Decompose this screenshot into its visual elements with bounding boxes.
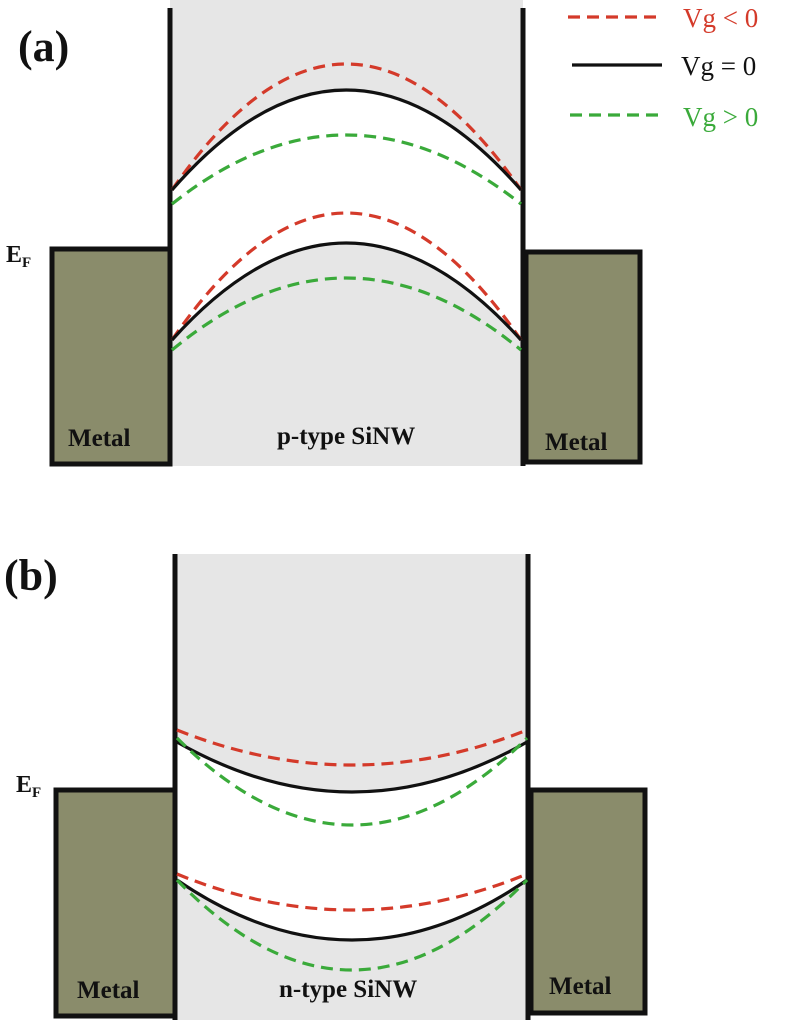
panel-b: (b) EF Metal Metal n-type SiNW	[4, 551, 648, 1020]
legend-label-vg-negative: Vg < 0	[683, 3, 758, 33]
right-metal-label-b: Metal	[549, 973, 612, 1000]
legend-item-vg-negative: Vg < 0	[568, 3, 758, 33]
band-gap-fill-b	[177, 742, 527, 940]
panel-label-a: (a)	[18, 22, 69, 71]
fermi-level-label-a: EF	[6, 242, 31, 271]
panel-a: (a) EF Metal Metal p-type SiNW	[6, 0, 643, 467]
fermi-level-label-b: EF	[16, 772, 41, 801]
left-metal-label-b: Metal	[77, 977, 140, 1004]
legend-item-vg-positive: Vg > 0	[570, 102, 758, 132]
left-metal-label-a: Metal	[68, 425, 131, 452]
right-metal-label-a: Metal	[545, 429, 608, 456]
right-metal-a[interactable]	[523, 249, 643, 465]
left-metal-a[interactable]	[49, 246, 173, 467]
right-metal-b[interactable]	[528, 787, 648, 1016]
vb-vg-neg-b	[176, 872, 528, 912]
cb-vg-zero-b	[176, 740, 528, 794]
nanowire-label-a: p-type SiNW	[277, 423, 415, 450]
vb-vg-zero-a	[170, 241, 523, 342]
cb-vg-pos-a	[171, 133, 522, 206]
legend: Vg < 0 Vg = 0 Vg > 0	[568, 3, 758, 132]
vb-vg-pos-a	[170, 276, 523, 352]
cb-vg-neg-b	[176, 728, 528, 767]
panel-label-b: (b)	[4, 551, 58, 600]
legend-label-vg-zero: Vg = 0	[681, 51, 756, 81]
cb-vg-zero-a	[170, 88, 523, 192]
legend-item-vg-zero: Vg = 0	[572, 51, 756, 81]
cb-vg-neg-a	[170, 62, 523, 191]
cb-vg-pos-b	[175, 736, 529, 827]
vb-vg-pos-b	[175, 878, 529, 972]
vb-vg-zero-b	[176, 878, 528, 942]
legend-label-vg-positive: Vg > 0	[683, 102, 758, 132]
vb-vg-neg-a	[170, 211, 523, 341]
nanowire-label-b: n-type SiNW	[279, 976, 417, 1003]
